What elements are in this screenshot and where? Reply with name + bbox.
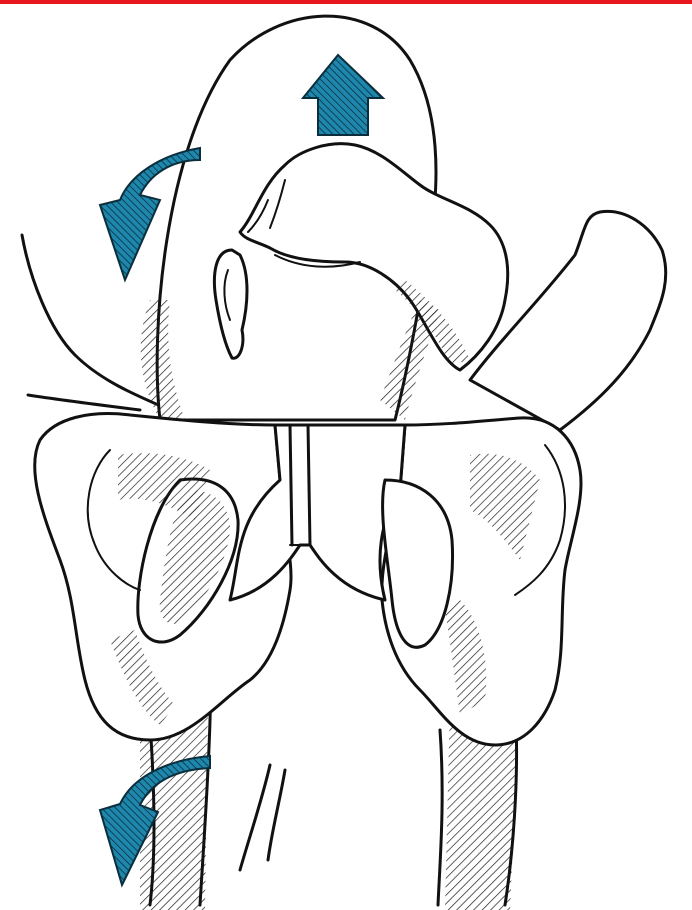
pelvis — [35, 414, 581, 745]
lower-limb-contour — [240, 765, 285, 870]
